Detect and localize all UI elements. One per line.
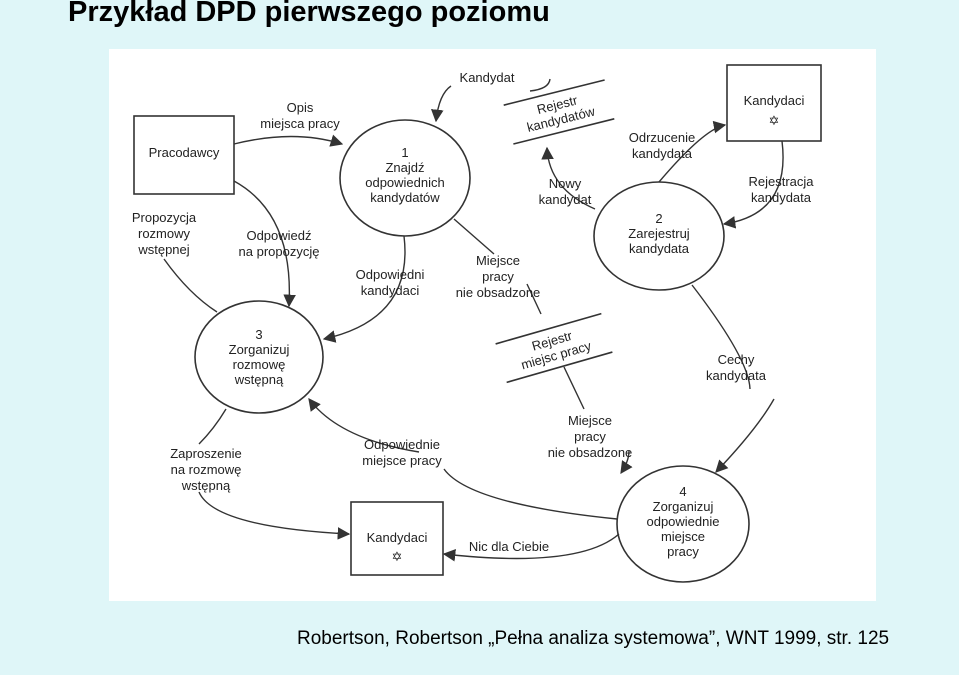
process-4-line: miejsce xyxy=(661,529,705,544)
process-2-line: kandydata xyxy=(629,241,690,256)
process-1-line: odpowiednich xyxy=(365,175,445,190)
entity-employers-label: Pracodawcy xyxy=(149,145,220,160)
process-1-line: kandydatów xyxy=(370,190,440,205)
flow-kandydat-arrow xyxy=(436,78,551,121)
flow-propozycja-arrow xyxy=(163,258,218,313)
flow-odpowiedz-arrow xyxy=(233,180,296,308)
entity-employers-box xyxy=(133,115,235,195)
flow-cechy-label: kandydata xyxy=(706,368,767,383)
flow-nowy-kandydat-arrow xyxy=(541,146,596,210)
flow-propozycja-label: rozmowy xyxy=(138,226,191,241)
entity-candidates-top-box xyxy=(726,64,822,142)
flow-opis-label: Opis xyxy=(287,100,314,115)
process-1-circle xyxy=(339,119,471,237)
entity-candidates-top-label: Kandydaci xyxy=(744,93,805,108)
flow-rejestracja-label: kandydata xyxy=(751,190,812,205)
flow-miejsce-2-label: Miejsce xyxy=(568,413,612,428)
flow-odrzucenie-arrow xyxy=(658,120,727,183)
flow-nic-dla-ciebie-arrow xyxy=(442,533,620,562)
flow-odpowiedni-kandydaci-label: kandydaci xyxy=(361,283,420,298)
flow-propozycja-label: wstępnej xyxy=(137,242,189,257)
store-jobs-register: Rejestr miejsc pracy xyxy=(495,312,613,384)
flow-zaproszenie-label: Zaproszenie xyxy=(170,446,242,461)
process-1-number: 1 xyxy=(401,145,408,160)
citation: Robertson, Robertson „Pełna analiza syst… xyxy=(297,628,890,649)
flow-odpowiedz-label: na propozycję xyxy=(239,244,320,259)
process-1-line: Znajdź xyxy=(385,160,424,175)
process-4-line: odpowiednie xyxy=(646,514,719,529)
star-icon: ✡ xyxy=(392,549,403,564)
star-icon: ✡ xyxy=(769,113,780,128)
process-4-line: pracy xyxy=(667,544,699,559)
diagram-panel: Pracodawcy Kandydaci ✡ Kandydaci ✡ 1 Zna… xyxy=(109,49,876,601)
flow-rejestracja-label: Rejestracja xyxy=(748,174,814,189)
flow-miejsce-1-label: pracy xyxy=(482,269,514,284)
process-3-number: 3 xyxy=(255,327,262,342)
flow-rejestracja-arrow xyxy=(722,140,784,229)
flow-odpowiedz-label: Odpowiedź xyxy=(246,228,311,243)
process-3-line: Zorganizuj xyxy=(229,342,290,357)
flow-nowy-kandydat-label: kandydat xyxy=(539,192,592,207)
flow-odpowiedni-kandydaci-label: Odpowiedni xyxy=(356,267,425,282)
process-3-line: rozmowę xyxy=(233,357,286,372)
process-2-number: 2 xyxy=(655,211,662,226)
process-4-number: 4 xyxy=(679,484,686,499)
flow-nic-dla-ciebie-label: Nic dla Ciebie xyxy=(469,539,549,554)
dfd-diagram: Pracodawcy Kandydaci ✡ Kandydaci ✡ 1 Zna… xyxy=(132,64,822,583)
flow-zaproszenie-arrow xyxy=(198,408,349,534)
flow-zaproszenie-label: wstępną xyxy=(181,478,231,493)
flow-miejsce-1-label: nie obsadzone xyxy=(456,285,541,300)
flow-odpowiednie-miejsca-label: miejsce pracy xyxy=(362,453,442,468)
flow-opis-label: miejsca pracy xyxy=(260,116,340,131)
process-3-circle xyxy=(194,300,324,414)
flow-miejsce-2-label: pracy xyxy=(574,429,606,444)
flow-kandydat-label: Kandydat xyxy=(460,70,515,85)
flow-odrzucenie-label: kandydata xyxy=(632,146,693,161)
flow-miejsce-1-label: Miejsce xyxy=(476,253,520,268)
flow-odpowiedni-kandydaci-arrow xyxy=(322,235,406,343)
slide-title: Przykład DPD pierwszego poziomu xyxy=(68,0,550,28)
flow-odpowiednie-miejsca-label: Odpowiednie xyxy=(364,437,440,452)
process-4-line: Zorganizuj xyxy=(653,499,714,514)
entity-candidates-bottom-label: Kandydaci xyxy=(367,530,428,545)
flow-propozycja-label: Propozycja xyxy=(132,210,197,225)
flow-nowy-kandydat-label: Nowy xyxy=(549,176,582,191)
process-2-line: Zarejestruj xyxy=(628,226,690,241)
flow-miejsce-2-label: nie obsadzone xyxy=(548,445,633,460)
process-4-circle xyxy=(616,465,750,583)
flow-odrzucenie-label: Odrzucenie xyxy=(629,130,695,145)
flow-cechy-arrow xyxy=(691,284,775,472)
flow-cechy-label: Cechy xyxy=(718,352,755,367)
flow-odpowiednie-miejsca-arrow xyxy=(309,399,618,520)
process-3-line: wstępną xyxy=(234,372,284,387)
flow-opis-arrow xyxy=(233,134,344,147)
flow-miejsce-2-arrow xyxy=(563,366,629,473)
flow-zaproszenie-label: na rozmowę xyxy=(171,462,242,477)
flow-miejsce-1-arrow xyxy=(453,218,542,315)
store-candidate-register: Rejestr kandydatów xyxy=(503,79,615,145)
